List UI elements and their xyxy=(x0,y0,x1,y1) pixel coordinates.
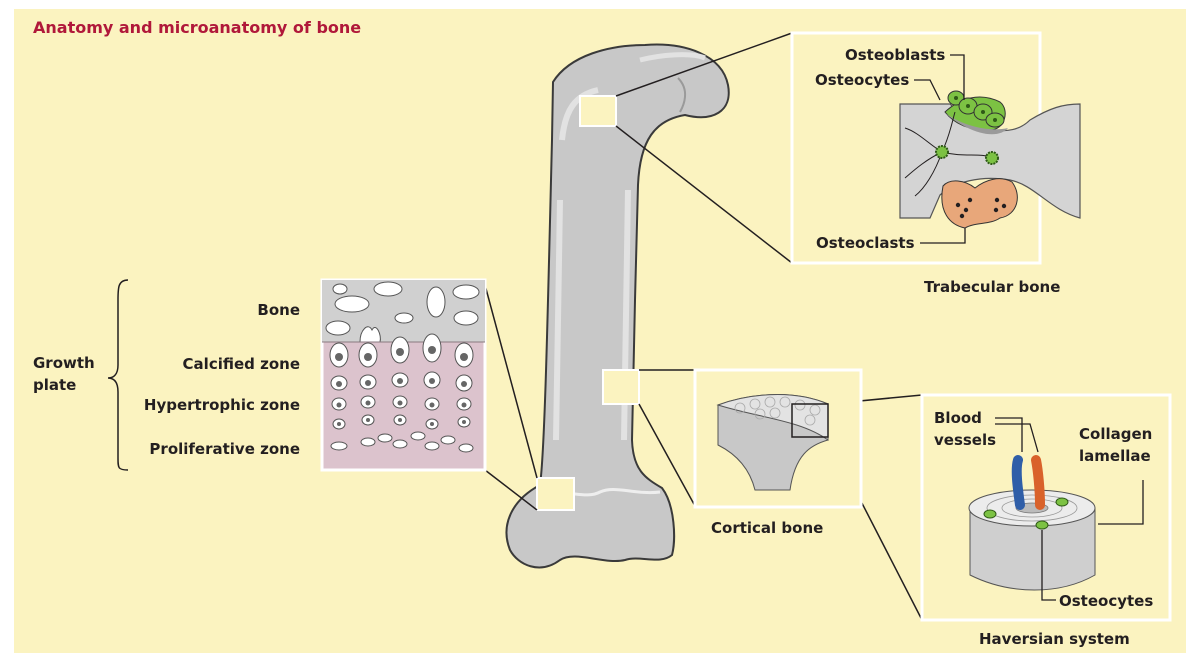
caption-trabecular-bone: Trabecular bone xyxy=(924,278,1060,296)
label-collagen-line1: Collagen xyxy=(1079,425,1152,443)
label-osteoclasts: Osteoclasts xyxy=(816,234,915,252)
caption-cortical-bone: Cortical bone xyxy=(711,519,823,537)
growth-plate-label-line1: Growth xyxy=(33,354,95,372)
cortical-panel xyxy=(695,370,861,507)
figure-title: Anatomy and microanatomy of bone xyxy=(33,19,361,37)
label-collagen-line2: lamellae xyxy=(1079,447,1151,465)
growth-plate-label-line2: plate xyxy=(33,376,76,394)
zone-label-hypertrophic: Hypertrophic zone xyxy=(144,396,300,414)
zone-label-calcified: Calcified zone xyxy=(183,355,300,373)
label-osteocytes-trabecular: Osteocytes xyxy=(815,71,909,89)
growth-plate-brace xyxy=(108,280,128,470)
caption-haversian-system: Haversian system xyxy=(979,630,1130,648)
label-osteoblasts: Osteoblasts xyxy=(845,46,945,64)
label-osteocytes-haversian: Osteocytes xyxy=(1059,592,1153,610)
growth-plate-panel xyxy=(322,280,485,470)
label-blood-line1: Blood xyxy=(934,409,982,427)
trabecular-panel xyxy=(792,33,1080,263)
zone-label-bone: Bone xyxy=(257,301,300,319)
zone-label-proliferative: Proliferative zone xyxy=(149,440,300,458)
label-blood-line2: vessels xyxy=(934,431,996,449)
